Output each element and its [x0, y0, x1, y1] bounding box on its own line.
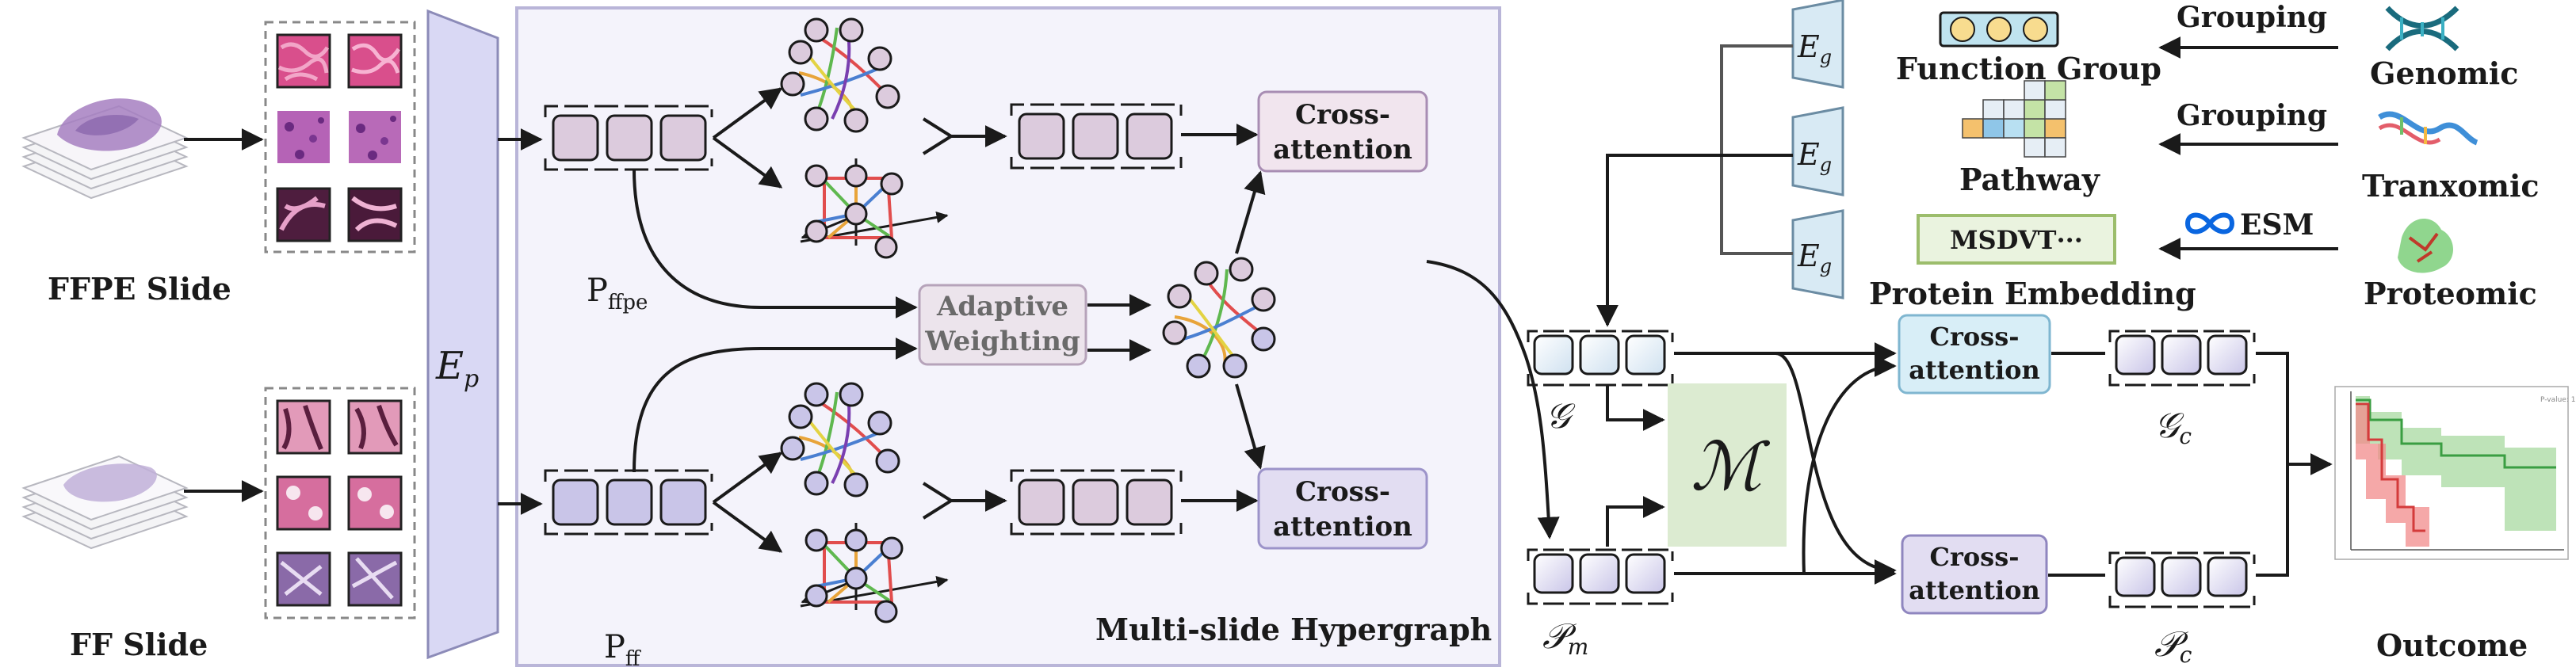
protein-embedding-label: Protein Embedding — [1869, 276, 2196, 311]
ffpe-slide-stack — [21, 98, 189, 200]
esm-icon — [2184, 212, 2235, 234]
cross-attention-gc: Cross- attention — [1898, 314, 2051, 395]
cross-attention-bottom: Cross- attention — [1257, 467, 1428, 550]
rna-icon — [2378, 111, 2479, 146]
arrow-cross-attn-to-pm — [1426, 260, 1560, 539]
gc-label: 𝒢c — [2154, 406, 2192, 449]
arrow-pff-to-triangle-graph — [712, 501, 783, 553]
outcome-label: Outcome — [2376, 627, 2528, 663]
fusion-m-box — [1668, 383, 1787, 547]
arrow-pm-to-m — [1606, 496, 1665, 547]
arrow-g-to-m — [1606, 385, 1665, 431]
arrow-pm-to-cross-attn-top — [1802, 355, 1897, 574]
arrow-pffpe-to-triangle-graph — [712, 136, 783, 189]
genomic-label: Genomic — [2370, 55, 2518, 91]
cross-attention-top: Cross- attention — [1257, 90, 1428, 173]
cross-attn-gc-line1: Cross- — [1930, 322, 2020, 352]
arrow-fused-graph-to-cross-attn-top — [1235, 170, 1266, 254]
cross-attn-pc-line1: Cross- — [1930, 542, 2020, 572]
protein-icon — [2398, 219, 2453, 273]
pathway-cube — [1962, 80, 2066, 158]
km-tag: P-value: 1.05e-04 — [2540, 396, 2576, 404]
gene-encoder-merge-lines — [1720, 44, 1793, 255]
fused-hypergraph — [1162, 257, 1276, 379]
dna-icon — [2385, 6, 2459, 51]
grouping-label-1: Grouping — [2177, 1, 2327, 34]
arrow-pffpe-to-hypergraph — [712, 87, 783, 139]
ff-slide-stack — [21, 455, 189, 550]
adaptive-weighting-box: Adaptive Weighting — [918, 284, 1087, 366]
transcriptomic-label: Tranxomic — [2362, 168, 2540, 204]
g-label: 𝒢 — [1546, 396, 1576, 437]
function-group-vector — [1939, 11, 2059, 48]
ffpe-triangle-graph — [800, 158, 949, 259]
ff-triangle-graph — [800, 523, 949, 623]
ffpe-slide-label: FFPE Slide — [48, 271, 231, 307]
gene-encoder-1: Eg — [1791, 0, 1844, 89]
merge-chevron-bottom — [922, 483, 1005, 518]
ffpe-patch-grid — [264, 21, 416, 254]
gene-encoder-3: Eg — [1791, 209, 1844, 299]
grouping-label-2: Grouping — [2177, 99, 2327, 132]
cross-attn-gc-line2: attention — [1909, 355, 2039, 385]
pm-label: 𝒫m — [1542, 616, 1588, 660]
adaptive-weighting-line1: Adaptive — [936, 291, 1068, 322]
arrow-g-to-cross-attn-bottom — [1775, 352, 1897, 581]
token-group-pffpe — [544, 105, 713, 171]
ff-hypergraph-ring — [780, 382, 900, 498]
token-group-pm — [1527, 548, 1674, 605]
token-group-g — [1527, 330, 1674, 387]
ff-patch-grid — [264, 387, 416, 620]
arrow-pff-to-adaptive — [633, 337, 918, 473]
gene-encoder-2: Eg — [1791, 106, 1844, 196]
cross-attn-bottom-line1: Cross- — [1295, 476, 1390, 508]
merge-chevron-top — [922, 119, 1005, 154]
ff-slide-label: FF Slide — [70, 627, 208, 662]
msdvt-label: MSDVT··· — [1950, 225, 2083, 255]
fused-tokens-bottom — [1010, 469, 1183, 536]
token-group-pc — [2108, 551, 2256, 608]
fused-tokens-top — [1010, 103, 1183, 170]
adaptive-weighting-line2: Weighting — [924, 326, 1080, 357]
pc-label: 𝒫c — [2154, 624, 2192, 668]
protein-sequence-box: MSDVT··· — [1917, 214, 2116, 265]
cross-attn-top-line1: Cross- — [1295, 99, 1390, 131]
ffpe-hypergraph-ring — [780, 17, 900, 133]
esm-label: ESM — [2240, 208, 2314, 242]
token-group-gc — [2108, 330, 2256, 387]
cross-attention-pc: Cross- attention — [1901, 534, 2048, 615]
arrow-pff-to-hypergraph — [712, 452, 783, 504]
arrow-gc-pc-to-outcome — [2256, 352, 2330, 577]
cross-attn-bottom-line2: attention — [1273, 511, 1412, 543]
token-group-pff — [544, 469, 713, 536]
cross-attn-pc-line2: attention — [1909, 575, 2039, 605]
arrow-fused-graph-to-cross-attn-bottom — [1235, 383, 1266, 470]
pathway-label: Pathway — [1959, 162, 2100, 197]
proteomic-label: Proteomic — [2364, 276, 2537, 311]
hypergraph-title: Multi-slide Hypergraph — [1095, 612, 1492, 647]
arrow-genomic-to-g — [1596, 154, 1793, 327]
m-label: ℳ — [1691, 428, 1771, 505]
arrow-pffpe-to-adaptive — [633, 169, 918, 318]
patch-encoder-ep — [426, 9, 499, 660]
kaplan-meier-plot: P-value: 1.05e-04 — [2334, 386, 2576, 560]
cross-attn-top-line2: attention — [1273, 134, 1412, 166]
